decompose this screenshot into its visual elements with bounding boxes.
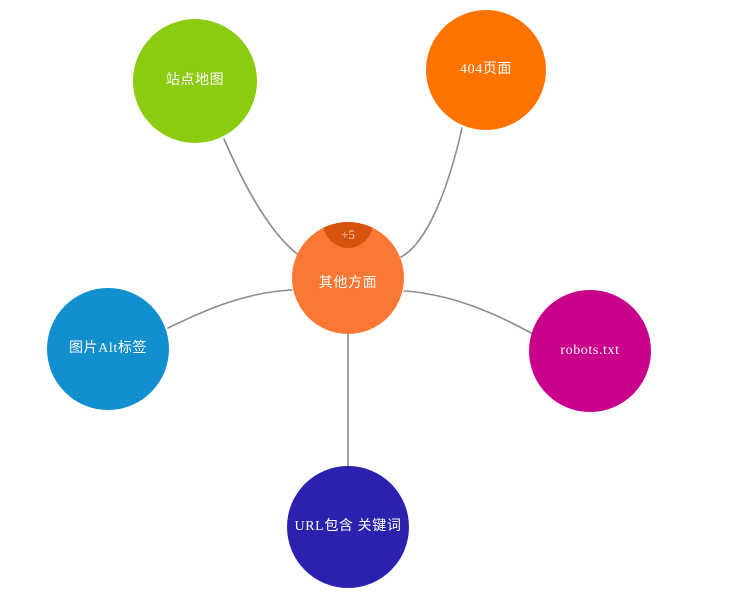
node-badge-label: +5 <box>341 227 355 242</box>
node-label-page-404: 404页面 <box>460 62 512 78</box>
node-badge-count: +5 <box>323 222 373 248</box>
node-robots-txt[interactable]: robots.txt <box>529 290 651 412</box>
node-sitemap[interactable]: 站点地图 <box>133 19 257 143</box>
node-label-sitemap: 站点地图 <box>165 73 225 89</box>
node-label-robots-txt: robots.txt <box>560 343 620 359</box>
edge-other-aspects-to-page-404 <box>400 127 463 258</box>
node-image-alt-tag[interactable]: 图片Alt标签 <box>47 288 169 410</box>
edge-other-aspects-to-robots-txt <box>403 290 532 334</box>
node-label-url-contains-keyword: URL包含 关键词 <box>294 519 402 535</box>
edge-other-aspects-to-image-alt-tag <box>167 289 293 329</box>
node-label-other-aspects: 其他方面 <box>318 276 378 292</box>
edge-other-aspects-to-sitemap <box>223 138 301 257</box>
node-url-contains-keyword[interactable]: URL包含 关键词 <box>287 466 409 588</box>
node-label-image-alt-tag: 图片Alt标签 <box>68 341 148 357</box>
node-page-404[interactable]: 404页面 <box>426 10 546 130</box>
node-other-aspects[interactable]: +5 其他方面 <box>292 222 404 334</box>
